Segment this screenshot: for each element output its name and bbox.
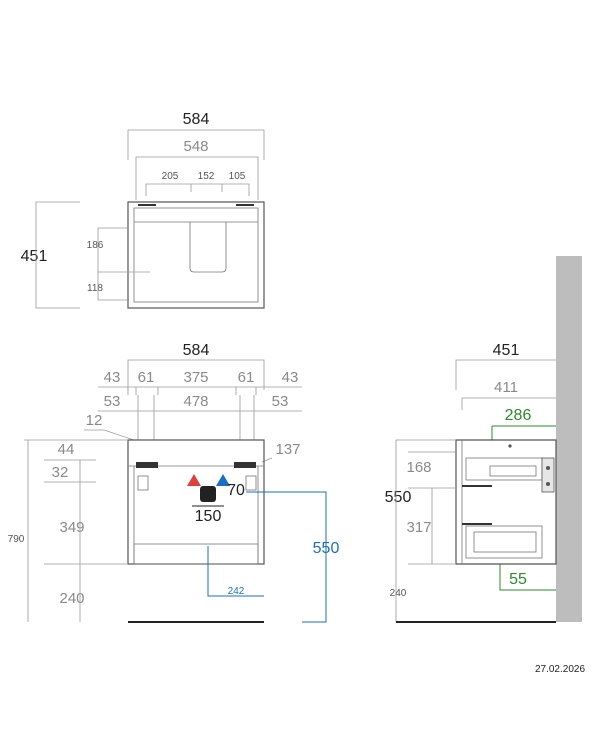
- side-upper-drawer-inner: [489, 465, 537, 477]
- front-375-label: 375: [183, 369, 208, 386]
- drain-pipe-icon: [200, 486, 216, 502]
- front-790-line: [24, 439, 128, 622]
- side-240-label: 240: [390, 588, 407, 599]
- front-550-line: [246, 491, 327, 623]
- top-186-118-line: [97, 227, 150, 301]
- side-411-line: [461, 397, 556, 410]
- side-286-label: 286: [505, 407, 532, 424]
- top-width-548-label: 548: [183, 138, 208, 155]
- side-top-hole: [508, 444, 512, 448]
- front-row1-line: [98, 386, 302, 395]
- front-61-right-label: 61: [238, 369, 255, 386]
- top-205-label: 205: [162, 171, 179, 182]
- front-left-hinge: [137, 475, 149, 491]
- side-upper-drawer: [465, 457, 543, 481]
- side-lower-drawer-inner: [473, 531, 537, 553]
- top-small-dims-line: [145, 183, 250, 196]
- front-53-right-label: 53: [272, 393, 289, 410]
- side-411-label: 411: [494, 379, 518, 396]
- front-242-label: 242: [228, 586, 245, 597]
- front-32-label: 32: [52, 464, 69, 481]
- side-wall-bracket: [541, 457, 555, 493]
- front-61-left-label: 61: [138, 369, 155, 386]
- side-550-label: 550: [385, 489, 412, 506]
- hot-water-icon: [187, 474, 201, 486]
- side-bracket-screw-1: [546, 466, 550, 470]
- top-depth-451-line: [35, 201, 80, 309]
- side-286-line: [491, 425, 556, 440]
- front-550-label: 550: [313, 540, 340, 557]
- side-168-label: 168: [406, 459, 431, 476]
- side-55-line: [499, 564, 556, 591]
- side-cabinet-outline: [455, 439, 557, 565]
- top-105-label: 105: [229, 171, 246, 182]
- front-row2-line: [98, 395, 302, 440]
- top-siphon-cutout: [189, 222, 227, 273]
- pipe-70-label: 70: [227, 482, 245, 499]
- front-242-line: [207, 546, 264, 597]
- top-view: 584 548 205 152 105 451 186 118: [21, 111, 265, 309]
- front-53-left-label: 53: [104, 393, 121, 410]
- front-right-hinge: [245, 475, 257, 491]
- top-cabinet-inner: [133, 207, 259, 303]
- side-451-line: [455, 359, 556, 390]
- side-lower-drawer: [465, 525, 543, 559]
- top-118-label: 118: [87, 283, 103, 294]
- top-width-584-label: 584: [183, 111, 210, 128]
- top-186-label: 186: [87, 240, 104, 251]
- top-152-label: 152: [198, 171, 215, 182]
- side-vertical-dims-line: [395, 439, 456, 622]
- drawing-date: 27.02.2026: [535, 664, 585, 675]
- cold-water-icon: [216, 474, 230, 486]
- front-44-label: 44: [58, 441, 75, 458]
- front-150-label: 150: [195, 508, 222, 525]
- front-43-right-label: 43: [282, 369, 299, 386]
- side-451-label: 451: [493, 342, 520, 359]
- front-right-slide: [234, 462, 256, 468]
- front-vertical-dims-line: [44, 459, 128, 622]
- side-55-label: 55: [509, 571, 527, 588]
- front-790-label: 790: [8, 534, 25, 545]
- front-137-label: 137: [275, 441, 300, 458]
- front-478-label: 478: [183, 393, 208, 410]
- side-bracket-screw-2: [546, 482, 550, 486]
- front-width-584-label: 584: [183, 342, 210, 359]
- front-240-label: 240: [59, 590, 84, 607]
- front-cabinet-outline: [127, 439, 265, 565]
- top-cabinet-outline: [127, 201, 265, 309]
- top-depth-451-label: 451: [21, 248, 48, 265]
- top-width-548-line: [135, 156, 259, 200]
- side-317-label: 317: [406, 519, 431, 536]
- front-left-slide: [136, 462, 158, 468]
- wall: [556, 256, 582, 622]
- front-width-584-line: [127, 359, 265, 390]
- front-349-label: 349: [59, 519, 84, 536]
- front-12-leader: [84, 429, 135, 441]
- side-view: 451 411 286 168 550 317 240 55: [385, 256, 582, 623]
- front-view: 584 43 61 375 61 43 53 478 53 12 137 70 …: [8, 342, 340, 623]
- front-plinth-drawer: [133, 543, 259, 565]
- front-43-left-label: 43: [104, 369, 121, 386]
- front-12-label: 12: [86, 412, 103, 429]
- top-width-584-line: [127, 129, 265, 160]
